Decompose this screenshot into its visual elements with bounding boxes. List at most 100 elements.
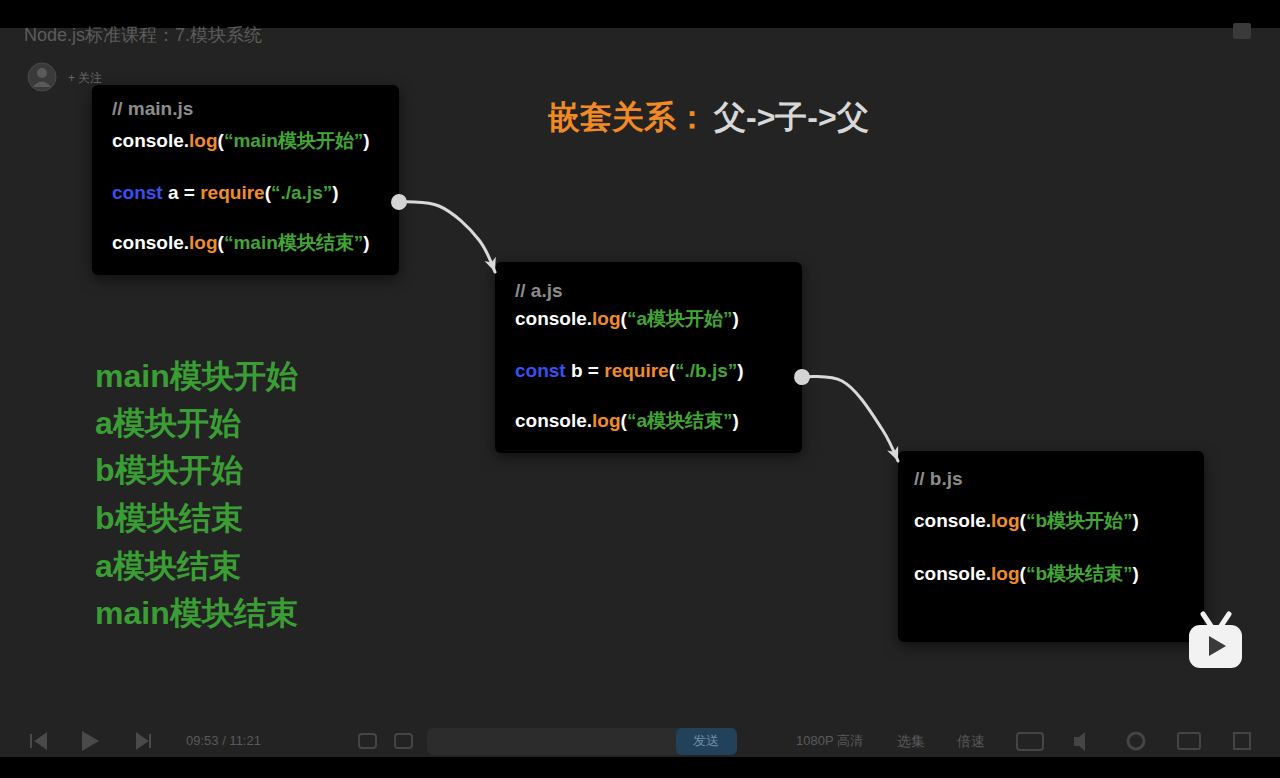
code-box: // b.jsconsole.log(“b模块开始”)console.log(“… [898, 451, 1204, 642]
volume-icon [1074, 732, 1085, 751]
code-token: js [547, 280, 563, 301]
code-token: log [592, 410, 621, 431]
code-line: console.log(“a模块结束”) [515, 409, 739, 433]
code-token: log [189, 232, 218, 253]
code-token: log [991, 510, 1020, 531]
code-token [526, 280, 531, 301]
code-line: console.log(“a模块开始”) [515, 307, 739, 331]
code-token [583, 360, 588, 381]
bottom-bar [0, 757, 1280, 778]
code-token: . [941, 468, 946, 489]
danmaku-input [427, 728, 737, 755]
code-token: ( [621, 410, 627, 431]
avatar-body [33, 82, 51, 88]
subtitle-icon [1017, 733, 1043, 750]
code-token: require [604, 360, 668, 381]
code-token: a [531, 280, 542, 301]
section-heading: 嵌套关系： [548, 98, 708, 136]
code-token: / [914, 468, 919, 489]
code-token: main [128, 98, 172, 119]
section-heading-value: 父->子->父 [714, 98, 869, 136]
output-line: b模块开始 [95, 451, 243, 489]
code-token [566, 360, 571, 381]
code-line: console.log(“main模块结束”) [112, 231, 370, 255]
code-token: log [592, 308, 621, 329]
help-icon [1233, 23, 1251, 39]
tv-logo [1189, 625, 1242, 668]
output-line: b模块结束 [95, 499, 243, 537]
output-line: a模块开始 [95, 404, 241, 442]
code-line: const b = require(“./b.js”) [515, 359, 744, 383]
pip-icon [1178, 733, 1200, 749]
time-display: 09:53 / 11:21 [186, 733, 261, 749]
video-title: Node.js标准课程：7.模块系统 [24, 25, 262, 47]
code-line: const a = require(“./a.js”) [112, 181, 339, 205]
code-token: / [112, 98, 117, 119]
play-icon [82, 731, 99, 751]
code-token: console [112, 232, 184, 253]
output-line: main模块结束 [95, 594, 298, 632]
code-token: js [177, 98, 193, 119]
code-token [195, 182, 200, 203]
code-token: ( [1020, 510, 1026, 531]
speed-button: 倍速 [957, 733, 985, 750]
code-token: . [541, 280, 546, 301]
code-token: const [515, 360, 566, 381]
code-token [599, 360, 604, 381]
code-token: require [200, 182, 264, 203]
code-token: ) [733, 308, 739, 329]
code-line: console.log(“b模块结束”) [914, 562, 1139, 586]
code-token: a [168, 182, 179, 203]
code-token: ( [265, 182, 271, 203]
code-token: = [184, 182, 195, 203]
quality-button: 1080P 高清 [796, 733, 863, 749]
code-token: ( [669, 360, 675, 381]
prev-icon [31, 734, 46, 748]
code-token: console [112, 130, 184, 151]
code-token: console [914, 563, 986, 584]
code-line: console.log(“main模块开始”) [112, 129, 370, 153]
code-token: “main模块结束” [224, 232, 363, 253]
code-token [179, 182, 184, 203]
code-token: “main模块开始” [224, 130, 363, 151]
code-token: ( [1020, 563, 1026, 584]
top-bar [0, 0, 1280, 28]
tv-antenna [1203, 614, 1229, 626]
code-token [163, 182, 168, 203]
code-token: ( [218, 232, 224, 253]
code-token: “b模块结束” [1026, 563, 1133, 584]
code-token: “a模块结束” [627, 410, 733, 431]
code-token: “./b.js” [675, 360, 737, 381]
code-token: log [991, 563, 1020, 584]
comment-line: // a.js [515, 279, 563, 303]
code-token: log [189, 130, 218, 151]
nesting-arrow [399, 202, 495, 272]
output-line: a模块结束 [95, 547, 241, 585]
avatar-head [37, 68, 47, 78]
code-token: ) [363, 232, 369, 253]
code-box: // main.jsconsole.log(“main模块开始”)const a… [92, 85, 399, 275]
code-token: ) [363, 130, 369, 151]
code-token: / [117, 98, 122, 119]
comment-line: // main.js [112, 97, 193, 121]
code-token: const [112, 182, 163, 203]
code-token: b [571, 360, 583, 381]
episode-button: 选集 [897, 733, 925, 750]
code-token: console [515, 410, 587, 431]
fullscreen-icon [1234, 733, 1250, 749]
code-token: “a模块开始” [627, 308, 733, 329]
code-token: . [172, 98, 177, 119]
code-box: // a.jsconsole.log(“a模块开始”)const b = req… [495, 262, 802, 453]
follow-button: + 关注 [68, 71, 102, 85]
code-token: ) [1133, 510, 1139, 531]
code-token: ) [733, 410, 739, 431]
danmaku-icon [359, 734, 376, 748]
avatar [28, 63, 56, 91]
output-line: main模块开始 [95, 357, 298, 395]
code-token [925, 468, 930, 489]
settings-icon [1128, 733, 1144, 749]
nesting-arrow [802, 377, 898, 461]
code-token: ( [218, 130, 224, 151]
